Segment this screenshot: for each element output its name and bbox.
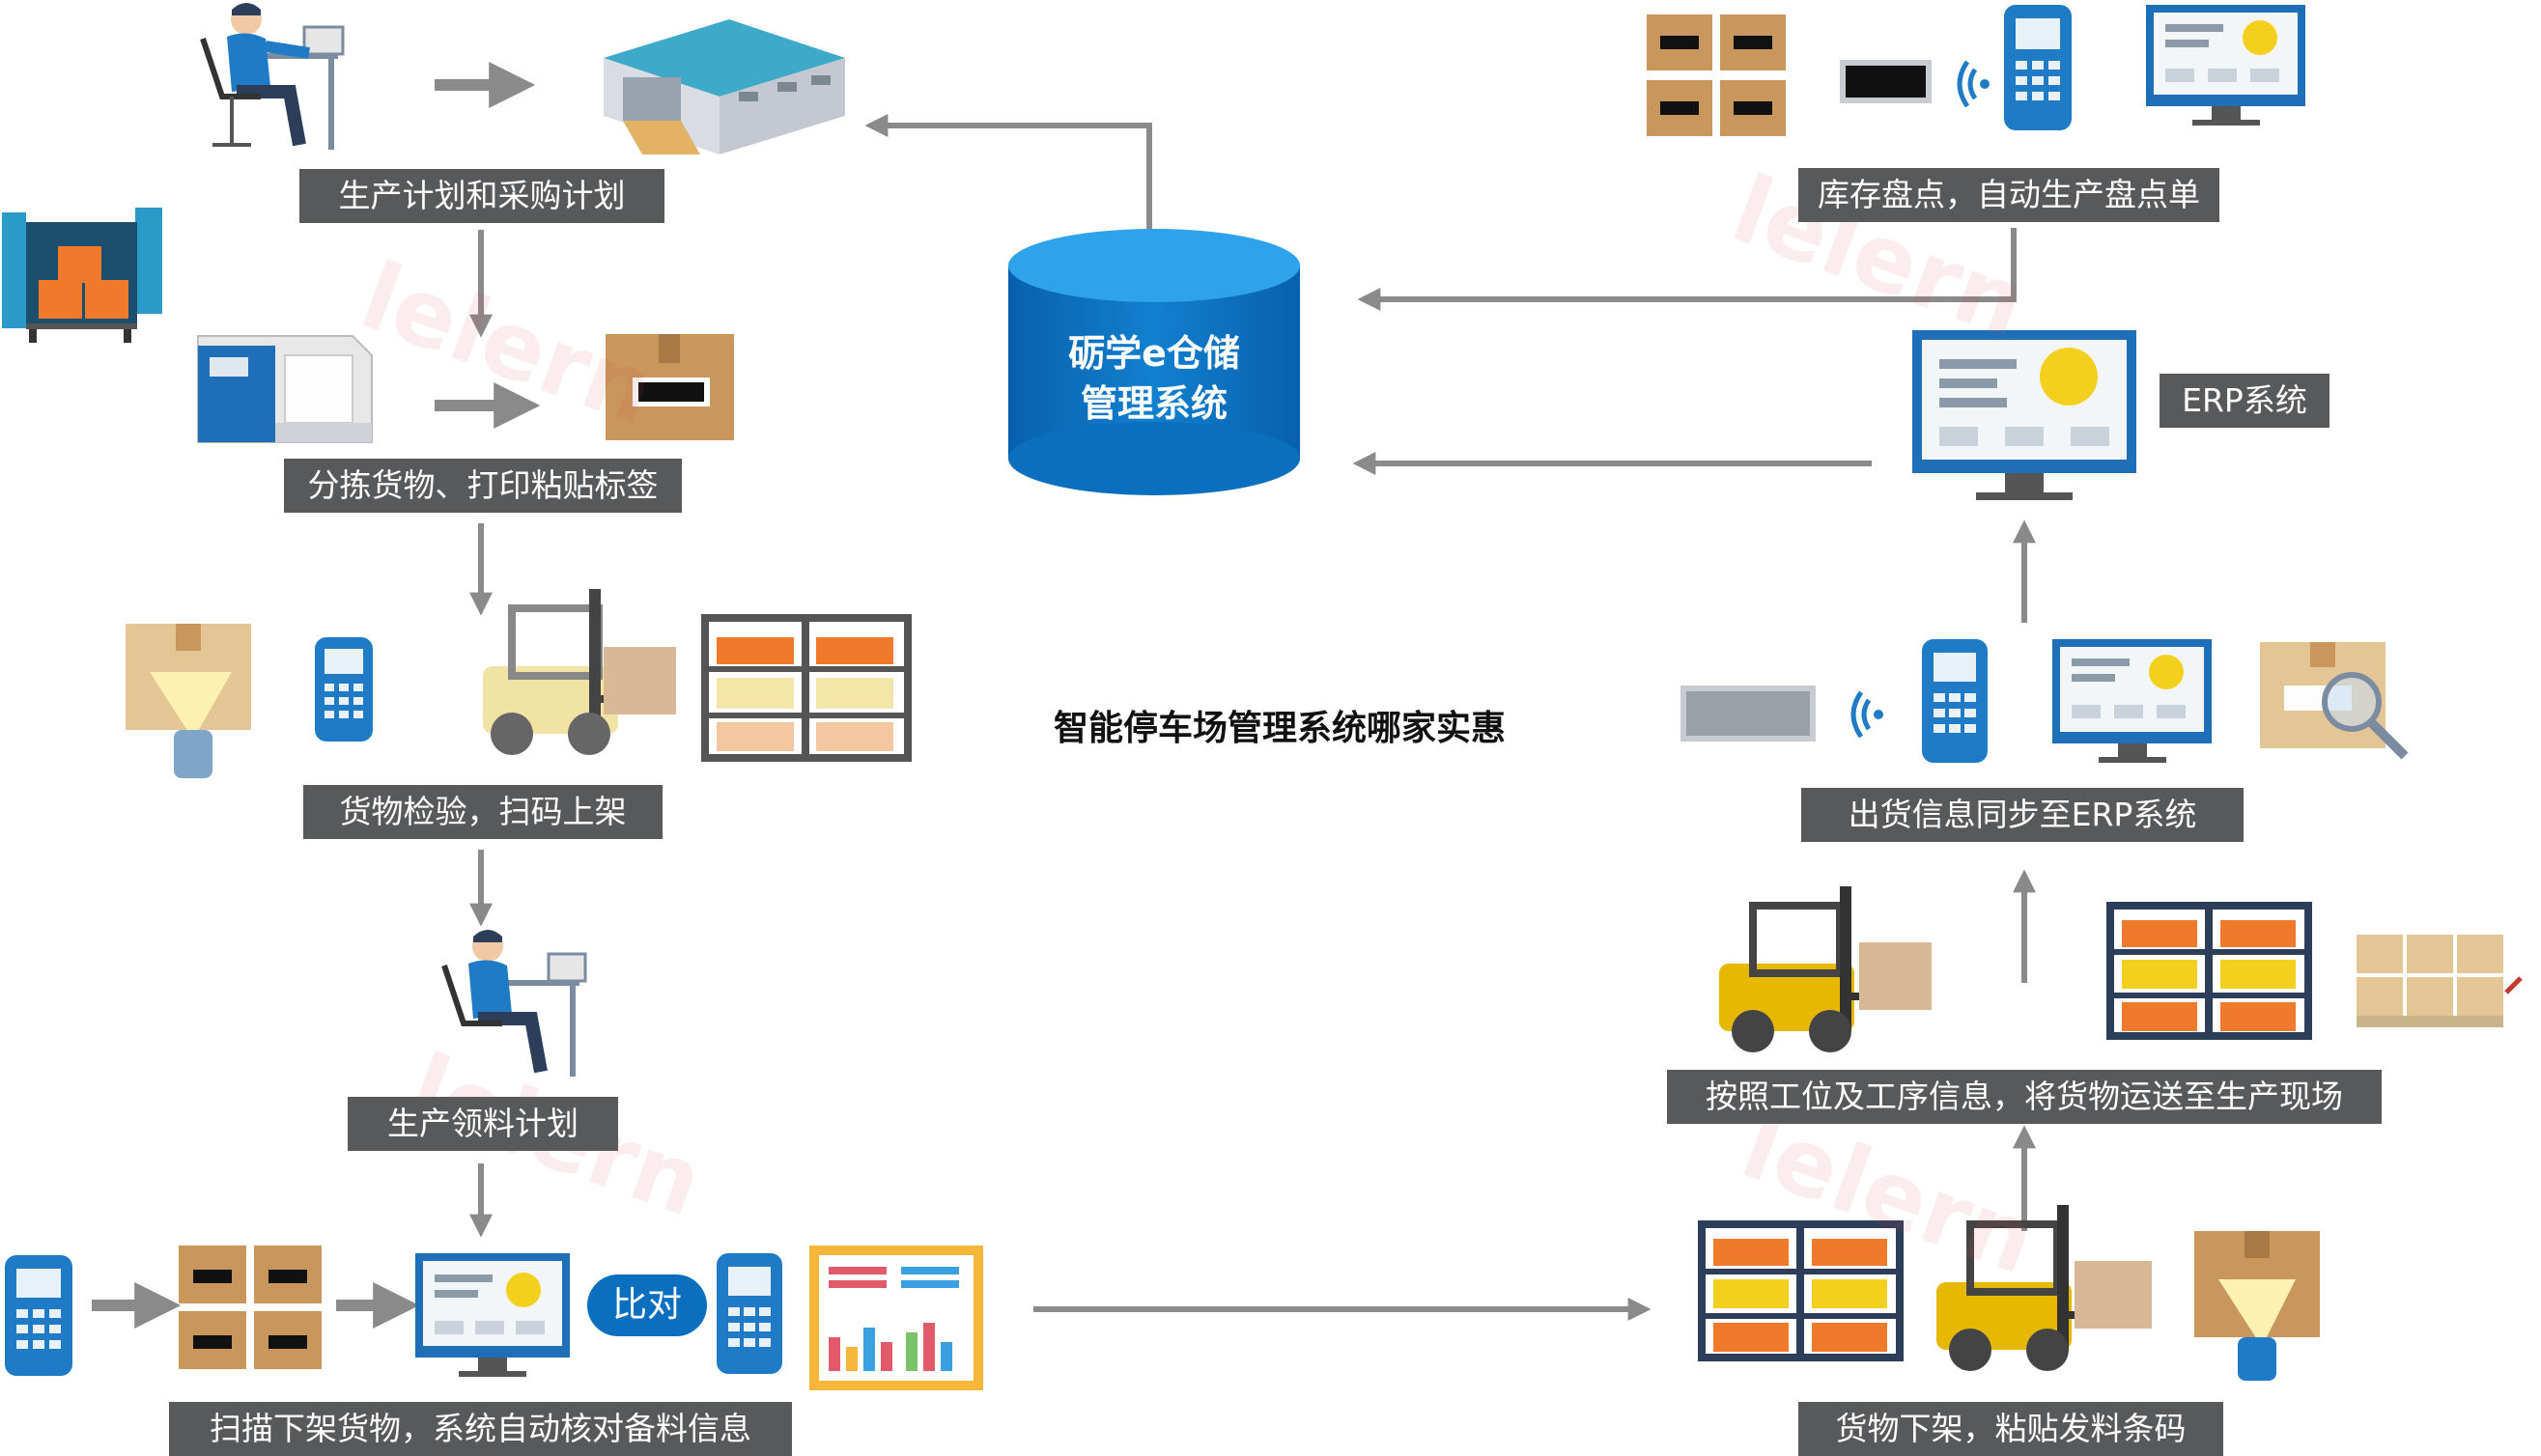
database-title-line1: 砺学e仓储 [1068,332,1240,375]
label-printer-icon [197,335,373,443]
step-sort-print-label: 分拣货物、打印粘贴标签 [284,459,682,513]
step-unload-label: 货物下架，粘贴发料条码 [1798,1402,2223,1456]
step-inspect-scan-shelve: 货物检验，扫码上架 [303,785,663,839]
handheld-scanner-icon-3 [717,1253,782,1374]
database-title-line2: 管理系统 [1080,382,1228,425]
scanning-box-icon [126,624,251,778]
arrow-inventory-db [1357,228,2017,311]
storage-shelf-icon-2 [2106,902,2312,1040]
forklift-icon-2 [1719,886,1932,1052]
dashboard-chart-icon [809,1246,983,1390]
arrow-db-warehouse [864,114,1152,275]
forklift-icon-3 [1936,1205,2152,1371]
erp-monitor-icon [1912,330,2136,500]
scanning-box-icon-2 [2194,1231,2320,1381]
monitor-icon-2 [2146,5,2305,126]
truck-boxes-icon [2,208,162,343]
rfid-tag-icon [1840,60,1932,103]
rfid-tag-icon-2 [1680,686,1816,742]
monitor-icon-3 [2052,639,2212,763]
inventory-boxes-icon [1647,14,1786,136]
database-cylinder [1008,229,1300,495]
connector-arrows [92,62,2036,1329]
compare-badge: 比对 [587,1274,707,1336]
warehouse-icon [604,19,845,154]
worker-desk-icon-2 [441,930,587,1077]
step-inventory-count: 库存盘点，自动生产盘点单 [1798,168,2219,222]
wireless-signal-icon [1957,60,1990,108]
worker-desk-icon [200,3,345,150]
pallet-boxes-icon [2357,935,2523,1027]
box-grid-icon [179,1246,322,1369]
step-sync-erp: 出货信息同步至ERP系统 [1801,788,2244,842]
step-material-picking-plan: 生产领料计划 [348,1097,618,1151]
erp-system-label: ERP系统 [2160,374,2329,428]
main-title: 智能停车场管理系统哪家实惠 [1053,709,1506,748]
forklift-icon [483,589,676,755]
box-magnifier-icon [2260,642,2409,760]
wireless-signal-icon-2 [1850,690,1883,739]
step-scan-unload-verify: 扫描下架货物，系统自动核对备料信息 [169,1402,792,1456]
storage-shelf-icon-3 [1698,1220,1904,1361]
labeled-box-icon [606,334,734,440]
database-title: 砺学e仓储 管理系统 [1009,328,1299,429]
handheld-scanner-icon-5 [1922,639,1988,763]
step-transport-to-site: 按照工位及工序信息，将货物运送至生产现场 [1667,1070,2382,1124]
handheld-scanner-icon-4 [2004,5,2072,130]
handheld-scanner-icon [315,637,373,742]
handheld-scanner-icon-2 [5,1255,72,1376]
monitor-icon [415,1253,570,1377]
step-production-purchase-plan: 生产计划和采购计划 [299,169,664,223]
storage-shelf-icon [701,614,912,762]
